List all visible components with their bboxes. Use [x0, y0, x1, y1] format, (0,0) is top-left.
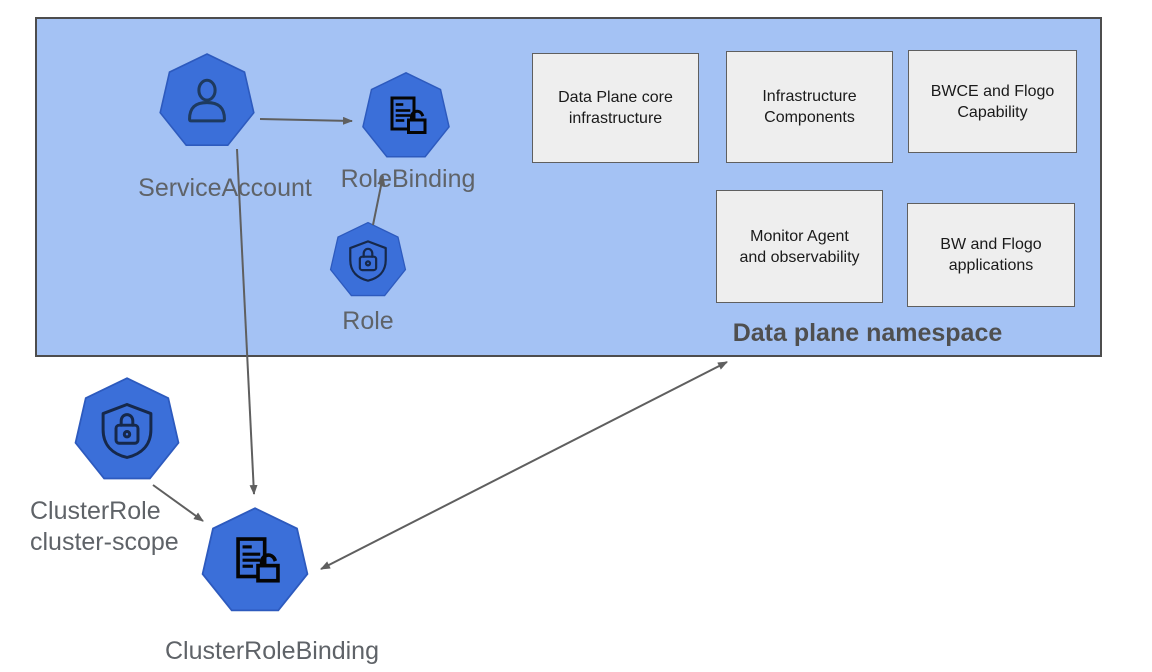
node-service-account [157, 52, 257, 152]
box-label-line: Components [764, 109, 855, 126]
person-icon [188, 78, 226, 123]
box-data-plane-core-infrastructure: Data Plane core infrastructure [532, 53, 699, 163]
box-label-line: Data Plane core [558, 89, 673, 106]
box-infrastructure-components: Infrastructure Components [726, 51, 893, 163]
heptagon-shape [329, 221, 407, 297]
double-arrow-clusterrolebinding-to-namespace [320, 361, 728, 570]
box-label-line: infrastructure [568, 110, 663, 127]
box-monitor-agent-and-observability: Monitor Agent and observability [716, 190, 883, 303]
node-role [328, 221, 408, 301]
box-label-line: Monitor Agent [750, 227, 849, 245]
shield-lock-icon [349, 240, 387, 282]
box-label-line: Infrastructure [762, 88, 857, 105]
namespace-title: Data plane namespace [732, 319, 1003, 347]
role-label: Role [342, 307, 394, 335]
node-cluster-role [72, 376, 182, 486]
node-role-binding [360, 71, 452, 163]
heptagon-shape [74, 377, 180, 480]
box-label-line: BW and Flogo [940, 236, 1042, 253]
cluster-role-label-line1: ClusterRole [30, 497, 161, 525]
node-cluster-role-binding [199, 506, 311, 618]
cluster-role-binding-label: ClusterRoleBinding [164, 637, 379, 665]
shield-lock-icon [101, 403, 153, 459]
document-unlock-icon [390, 96, 427, 134]
role-binding-label: RoleBinding [340, 165, 476, 193]
document-unlock-icon [236, 537, 280, 583]
cluster-role-label: ClusterRole cluster-scope [30, 496, 179, 558]
box-bwce-and-flogo-capability: BWCE and Flogo Capability [908, 50, 1077, 153]
service-account-label: ServiceAccount [138, 174, 312, 202]
box-bw-and-flogo-applications: BW and Flogo applications [907, 203, 1075, 307]
cluster-role-label-line2: cluster-scope [30, 528, 179, 556]
box-label-line: BWCE and Flogo [930, 82, 1055, 100]
box-label-line: Capability [957, 103, 1028, 121]
box-label-line: applications [948, 257, 1034, 274]
box-label-line: and observability [739, 248, 860, 266]
